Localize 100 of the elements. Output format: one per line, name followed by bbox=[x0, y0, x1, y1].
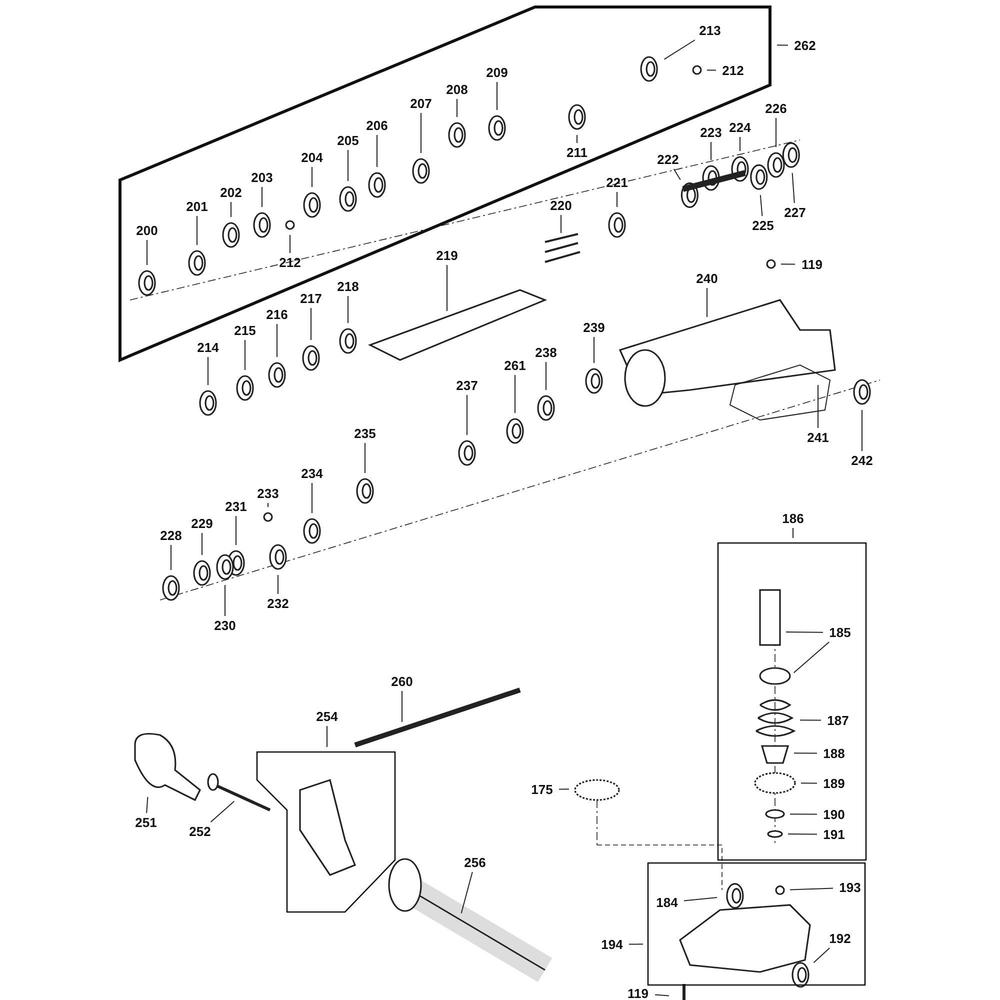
leader-line bbox=[146, 240, 148, 266]
callout-number: 231 bbox=[221, 499, 251, 514]
callout-number: 119 bbox=[797, 257, 827, 272]
leader-line bbox=[664, 40, 696, 60]
callout-number: 203 bbox=[247, 170, 277, 185]
leader-line bbox=[813, 948, 830, 964]
leader-line bbox=[170, 544, 172, 570]
leader-line bbox=[790, 888, 834, 890]
callout-number: 211 bbox=[562, 145, 592, 160]
leader-line bbox=[210, 800, 235, 822]
leader-line bbox=[792, 528, 794, 538]
callout-number: 201 bbox=[182, 199, 212, 214]
callout-number: 192 bbox=[825, 931, 855, 946]
callout-number: 228 bbox=[156, 528, 186, 543]
leader-line bbox=[576, 134, 578, 144]
callout-number: 119 bbox=[623, 986, 653, 1000]
callout-number: 194 bbox=[600, 937, 624, 952]
callout-number: 207 bbox=[406, 96, 436, 111]
callout-number: 187 bbox=[823, 713, 853, 728]
leader-line bbox=[146, 796, 148, 814]
callout-number: 200 bbox=[132, 223, 162, 238]
callout-number: 188 bbox=[819, 746, 849, 761]
callout-number: 234 bbox=[297, 466, 327, 481]
leader-line bbox=[466, 394, 468, 436]
callout-number: 226 bbox=[761, 101, 791, 116]
leader-line bbox=[230, 202, 232, 218]
callout-number: 233 bbox=[253, 486, 283, 501]
callout-number: 256 bbox=[460, 855, 490, 870]
callout-number: 220 bbox=[546, 198, 576, 213]
callout-number: 186 bbox=[781, 511, 805, 526]
leader-line bbox=[760, 194, 763, 216]
leader-line bbox=[514, 374, 516, 414]
callout-number: 217 bbox=[296, 291, 326, 306]
callout-number: 191 bbox=[819, 827, 849, 842]
callout-number: 205 bbox=[333, 133, 363, 148]
leader-line bbox=[460, 872, 473, 914]
callout-number: 227 bbox=[780, 205, 810, 220]
leader-line bbox=[776, 44, 788, 46]
callout-number: 232 bbox=[263, 596, 293, 611]
leader-line bbox=[800, 720, 822, 721]
callout-number: 225 bbox=[748, 218, 778, 233]
leader-line bbox=[560, 214, 562, 234]
callout-number: 224 bbox=[725, 120, 755, 135]
leader-line bbox=[786, 632, 824, 633]
leader-line bbox=[196, 216, 198, 246]
callout-number: 221 bbox=[602, 175, 632, 190]
leader-line bbox=[628, 944, 644, 945]
callout-number: 238 bbox=[531, 345, 561, 360]
callout-number: 254 bbox=[315, 709, 339, 724]
callout-number: 261 bbox=[500, 358, 530, 373]
leader-line bbox=[673, 168, 681, 180]
leader-line bbox=[800, 782, 818, 784]
leader-line bbox=[276, 324, 278, 358]
leader-line bbox=[456, 98, 458, 118]
callout-number: 212 bbox=[275, 255, 305, 270]
callout-number: 189 bbox=[819, 776, 849, 791]
callout-number: 202 bbox=[216, 185, 246, 200]
callout-number: 242 bbox=[847, 453, 877, 468]
leader-line bbox=[788, 834, 818, 835]
callout-number: 204 bbox=[297, 150, 327, 165]
callout-number: 215 bbox=[230, 323, 260, 338]
callout-number: 260 bbox=[387, 674, 417, 689]
leader-line bbox=[684, 897, 718, 902]
callout-number: 251 bbox=[131, 815, 161, 830]
callout-number: 222 bbox=[653, 152, 683, 167]
leader-line bbox=[794, 752, 818, 754]
callout-number: 190 bbox=[819, 807, 849, 822]
callout-number: 216 bbox=[262, 307, 292, 322]
leader-line bbox=[706, 288, 708, 318]
leader-line bbox=[710, 142, 712, 160]
callout-number: 209 bbox=[482, 65, 512, 80]
leader-line bbox=[780, 264, 796, 265]
callout-number: 241 bbox=[803, 430, 833, 445]
leader-line bbox=[616, 192, 618, 208]
leader-line bbox=[496, 82, 498, 110]
leader-line bbox=[224, 584, 226, 616]
callout-number: 208 bbox=[442, 82, 472, 97]
leader-line bbox=[790, 814, 818, 815]
leader-line bbox=[326, 726, 328, 748]
callout-number: 175 bbox=[527, 782, 557, 797]
callout-number: 262 bbox=[793, 38, 817, 53]
callout-number: 214 bbox=[193, 340, 223, 355]
leader-line bbox=[376, 134, 378, 168]
callout-number: 237 bbox=[452, 378, 482, 393]
leader-line bbox=[706, 70, 716, 71]
callout-number: 252 bbox=[185, 824, 215, 839]
leader-line bbox=[558, 788, 570, 790]
leader-line bbox=[654, 994, 670, 996]
callout-number: 219 bbox=[432, 248, 462, 263]
leader-line bbox=[310, 308, 312, 340]
callout-number: 184 bbox=[652, 895, 682, 910]
callout-number: 223 bbox=[696, 125, 726, 140]
leader-line bbox=[792, 172, 795, 204]
callout-number: 212 bbox=[718, 63, 748, 78]
leader-line bbox=[420, 112, 422, 154]
leader-line bbox=[244, 340, 246, 370]
callout-number: 218 bbox=[333, 279, 363, 294]
callout-number: 213 bbox=[695, 23, 725, 38]
callout-number: 185 bbox=[825, 625, 855, 640]
callout-number: 239 bbox=[579, 320, 609, 335]
